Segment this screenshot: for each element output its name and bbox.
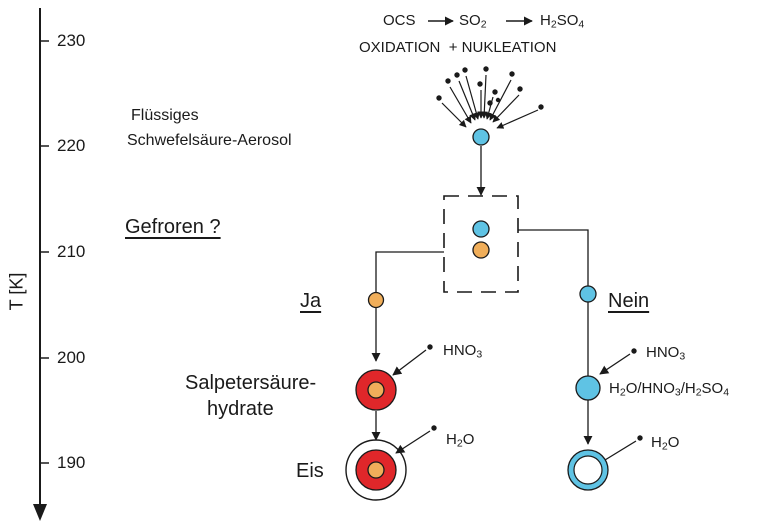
ternary-so: SO [701, 380, 724, 397]
hno3-label-left: HNO3 [443, 342, 482, 361]
aerosol-label-line1: Flüssiges [131, 107, 199, 124]
ice-particle-core [367, 461, 385, 479]
h2o-label-right: H2O [651, 434, 679, 453]
h2o-label-left: H2O [446, 431, 474, 450]
hno3-right-sub: 3 [679, 350, 686, 363]
ternary-s2: 3 [674, 386, 681, 399]
so2-main: SO [459, 12, 481, 29]
h2o-line-right [604, 440, 637, 461]
h2o-left-sub: 2 [456, 437, 463, 450]
molecule-dot [436, 95, 442, 101]
reaction-so2: SO2 [459, 12, 487, 31]
ternary-h2: /H [680, 380, 696, 397]
liquid-droplet-in-box [472, 220, 490, 238]
ternary-h: H [609, 380, 620, 397]
hno3-arrow-right [599, 353, 631, 375]
molecule-dot [462, 67, 468, 73]
frozen-droplet-yes [367, 291, 385, 309]
h2o-right-sub: 2 [661, 440, 668, 453]
nucleation-molecules [436, 66, 544, 110]
aerosol-label-line2: Schwefelsäure-Aerosol [127, 132, 292, 149]
h2o-right-o: O [667, 434, 680, 451]
h2o-left-o: O [462, 431, 475, 448]
hno3-right-main: HNO [646, 344, 680, 361]
tick-label-220: 220 [57, 136, 86, 155]
molecule-dot [454, 72, 460, 78]
nat-label-line2: hydrate [207, 398, 274, 420]
molecule-dot [538, 104, 544, 110]
ternary-s3: 2 [695, 386, 702, 399]
molecule-dot [477, 81, 483, 87]
yes-label: Ja [300, 290, 322, 312]
h2so4-sub2: 4 [578, 18, 585, 31]
frozen-droplet-in-box [472, 241, 490, 259]
ternary-ohno: O/HNO [625, 380, 675, 397]
no-label: Nein [608, 290, 650, 312]
h2so4-sub1: 2 [550, 18, 557, 31]
reaction-h2so4: H2SO4 [540, 12, 584, 31]
tick-label-210: 210 [57, 242, 86, 261]
hno3-label-right: HNO3 [646, 344, 685, 363]
ternary-s1: 2 [619, 386, 626, 399]
ice-particle-right-inner [573, 455, 603, 485]
h2o-right-h: H [651, 434, 662, 451]
nat-particle-core [367, 381, 385, 399]
molecule-dot [445, 78, 451, 84]
liquid-droplet-no [579, 285, 597, 303]
ternary-s4: 4 [723, 386, 730, 399]
frozen-decision-box [443, 195, 519, 293]
reaction-ocs: OCS [383, 12, 416, 29]
hno3-left-main: HNO [443, 342, 477, 359]
molecule-dot [517, 86, 523, 92]
h2o-left-h: H [446, 431, 457, 448]
tick-label-190: 190 [57, 453, 86, 472]
frozen-question-label: Gefroren ? [125, 216, 221, 238]
sulfate-aerosol-droplet [472, 128, 490, 146]
tick-label-200: 200 [57, 348, 86, 367]
ternary-solution-label: H2O/HNO3/H2SO4 [609, 380, 729, 399]
axis-title: T [K] [6, 272, 27, 311]
h2o-molecule-left [431, 425, 437, 431]
branch-line-no [518, 229, 589, 286]
nucleation-arrows [441, 74, 539, 129]
hno3-molecule-left [427, 344, 433, 350]
h2so4-so: SO [556, 12, 579, 29]
ice-label: Eis [296, 460, 324, 482]
molecule-dot [509, 71, 515, 77]
axis-arrowhead [33, 504, 47, 521]
tick-label-230: 230 [57, 31, 86, 50]
sts-droplet [575, 375, 601, 401]
so2-sub: 2 [480, 18, 487, 31]
h2o-molecule-right [637, 435, 643, 441]
hno3-arrow-left [392, 349, 427, 376]
molecule-dot [495, 97, 501, 103]
h2so4-h: H [540, 12, 551, 29]
branch-line-yes [375, 251, 444, 293]
hno3-left-sub: 3 [476, 348, 483, 361]
nat-label-line1: Salpetersäure- [185, 372, 317, 394]
molecule-dot [492, 89, 498, 95]
process-label: OXIDATION + NUKLEATION [359, 39, 557, 56]
hno3-molecule-right [631, 348, 637, 354]
h2o-arrow-left [395, 430, 431, 454]
molecule-dot [483, 66, 489, 72]
